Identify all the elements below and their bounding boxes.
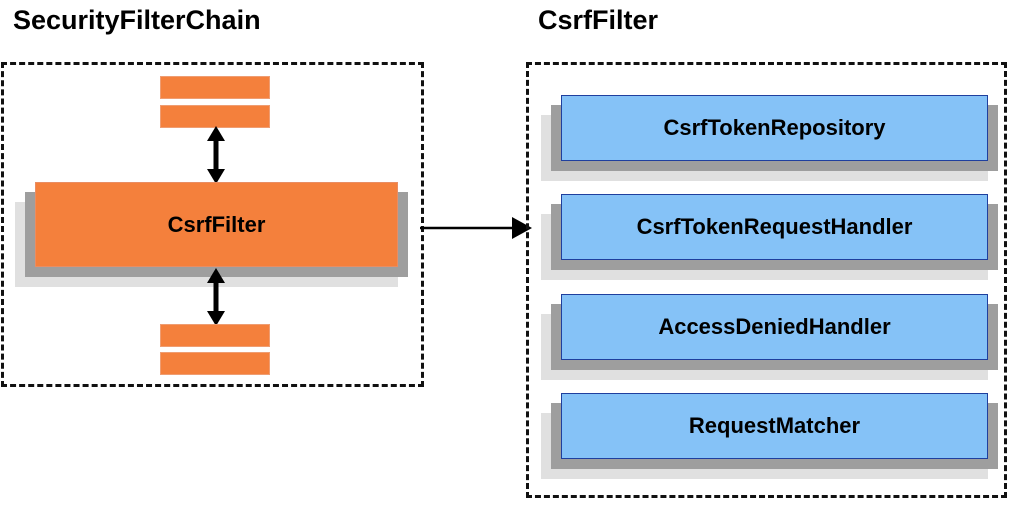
csrf-filter-label: CsrfFilter bbox=[35, 182, 398, 267]
filter-bar-below-2 bbox=[160, 352, 270, 375]
filter-bar-above-1 bbox=[160, 76, 270, 99]
component-label: CsrfTokenRequestHandler bbox=[561, 194, 988, 260]
component-label: RequestMatcher bbox=[561, 393, 988, 459]
filter-bar-below-1 bbox=[160, 324, 270, 347]
double-arrow-above-icon bbox=[207, 126, 225, 184]
security-filter-chain-panel bbox=[1, 62, 424, 387]
csrf-filter-block[interactable]: CsrfFilter bbox=[15, 182, 418, 287]
component-label: CsrfTokenRepository bbox=[561, 95, 988, 161]
component-box-access-denied-handler[interactable]: AccessDeniedHandler bbox=[541, 294, 1008, 380]
component-box-request-matcher[interactable]: RequestMatcher bbox=[541, 393, 1008, 479]
component-label: AccessDeniedHandler bbox=[561, 294, 988, 360]
filter-bar-above-2 bbox=[160, 105, 270, 128]
csrf-filter-detail-panel bbox=[526, 62, 1007, 498]
double-arrow-below-icon bbox=[207, 268, 225, 326]
chain-to-detail-arrow-icon bbox=[420, 217, 532, 239]
component-box-csrf-token-repository[interactable]: CsrfTokenRepository bbox=[541, 95, 1008, 181]
panel-title-security-filter-chain: SecurityFilterChain bbox=[13, 5, 261, 35]
panel-title-csrf-filter: CsrfFilter bbox=[538, 5, 659, 35]
component-box-csrf-token-request-handler[interactable]: CsrfTokenRequestHandler bbox=[541, 194, 1008, 280]
